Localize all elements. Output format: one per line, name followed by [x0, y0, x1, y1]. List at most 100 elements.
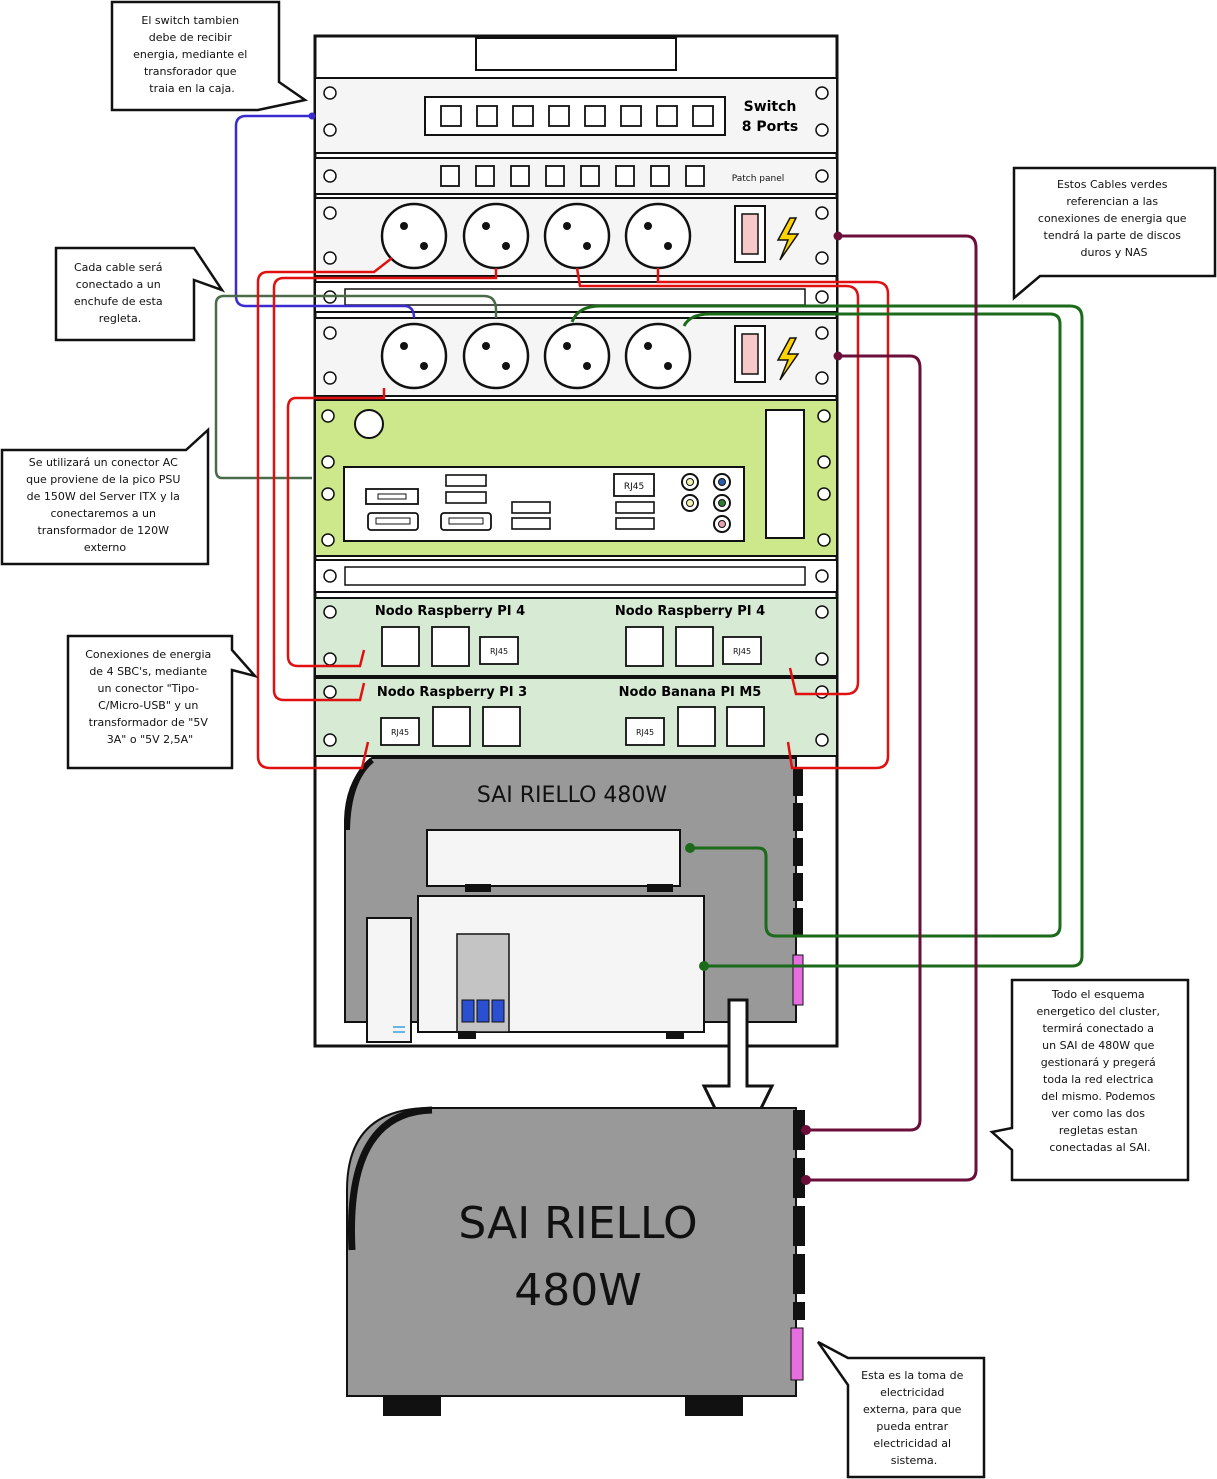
- outlet-6: [462, 322, 530, 390]
- callout-text: externo: [84, 541, 126, 554]
- usb-port: [615, 501, 655, 514]
- callout-text: sistema.: [891, 1454, 938, 1467]
- switch-title-line1: Switch: [744, 99, 797, 115]
- dark-green-cable: [214, 294, 498, 480]
- blue-cable: [234, 114, 416, 319]
- server-rj45-label: RJ45: [624, 482, 644, 492]
- callout-text: electricidad al: [873, 1437, 951, 1450]
- outlet-3: [543, 202, 611, 270]
- callout-switch-power: El switch tambien debe de recibir energi…: [110, 0, 309, 112]
- ups-large-label-line1: SAI RIELLO: [458, 1198, 697, 1249]
- callout-text: Todo el esquema: [1051, 988, 1145, 1001]
- node-2-rj45: RJ45: [733, 647, 751, 656]
- callout-text: termirá conectado a: [1042, 1022, 1154, 1035]
- callout-power-strip: Cada cable será conectado a un enchufe d…: [54, 246, 226, 342]
- callout-text: conectado a un: [76, 278, 161, 291]
- ethernet-port: [722, 636, 762, 665]
- svg-text:El switch tambien debe d: El switch tambien debe de recibir energi…: [133, 14, 251, 95]
- svg-text:Conexiones de energia de: Conexiones de energia de 4 SBC's, median…: [85, 648, 215, 746]
- callout-text: 3A" o "5V 2,5A": [107, 733, 193, 746]
- callout-green-cables: Estos Cables verdes referencian a las co…: [1012, 166, 1217, 301]
- node-2-name: Nodo Raspberry PI 4: [615, 604, 765, 619]
- lightning-icon: [776, 337, 800, 381]
- callout-text: gestionará y pregerá: [1041, 1056, 1156, 1069]
- patch-panel: Patch panel: [314, 157, 838, 195]
- svg-text:Esta es la toma de elect: Esta es la toma de electricidad externa,…: [861, 1369, 967, 1467]
- cable-connectors: [308, 112, 843, 1185]
- callout-text: transformador de 120W: [37, 524, 169, 537]
- callout-text: El switch tambien: [141, 14, 239, 27]
- callout-text: toda la red electrica: [1043, 1073, 1153, 1086]
- patch-panel-label: Patch panel: [732, 174, 785, 184]
- outlet-8: [624, 322, 692, 390]
- callout-text: enchufe de esta: [74, 295, 163, 308]
- power-strip-bottom: [314, 317, 838, 397]
- usb-port: [511, 517, 551, 530]
- usb-port: [445, 474, 487, 487]
- switch-title-line2: 8 Ports: [742, 119, 798, 135]
- callout-text: un conector "Tipo-: [98, 682, 199, 695]
- callout-text: traia en la caja.: [149, 82, 234, 95]
- node-4-name: Nodo Banana PI M5: [619, 685, 762, 700]
- callout-text: del mismo. Podemos: [1041, 1090, 1155, 1103]
- usb-port: [615, 517, 655, 530]
- maroon-cables: [806, 234, 978, 1182]
- svg-text:Estos Cables verdes refe: Estos Cables verdes referencian a las co…: [1038, 178, 1190, 259]
- nas-device: [426, 829, 681, 887]
- svg-text:Todo el esquema energeti: Todo el esquema energetico del cluster, …: [1037, 988, 1164, 1154]
- power-switch: [734, 325, 766, 383]
- callout-text: regletas estan: [1059, 1124, 1138, 1137]
- ups-in-rack-label: SAI RIELLO 480W: [477, 783, 668, 808]
- ethernet-port: [479, 636, 519, 665]
- server-itx: RJ45: [314, 399, 838, 557]
- callout-text: energia, mediante el: [133, 48, 247, 61]
- callout-ups-summary: Todo el esquema energetico del cluster, …: [989, 978, 1190, 1182]
- callout-text: conectadas al SAI.: [1049, 1141, 1150, 1154]
- callout-text: Estos Cables verdes: [1057, 178, 1168, 191]
- callout-server-psu: Se utilizará un conector AC que proviene…: [0, 427, 210, 566]
- node-3-rj45: RJ45: [391, 728, 409, 737]
- outlet-2: [462, 202, 530, 270]
- red-cables: [256, 257, 890, 770]
- ethernet-port: [625, 717, 665, 746]
- ethernet-port: [613, 473, 655, 497]
- ups-large-label-line2: 480W: [514, 1265, 642, 1316]
- power-button-icon: [354, 409, 384, 439]
- outlet-7: [543, 322, 611, 390]
- callout-text: pueda entrar: [876, 1420, 948, 1433]
- callout-text: regleta.: [99, 312, 141, 325]
- node-4-rj45: RJ45: [636, 728, 654, 737]
- node-1-name: Nodo Raspberry PI 4: [375, 604, 525, 619]
- ups-in-rack: SAI RIELLO 480W: [344, 757, 804, 1043]
- callout-text: de 4 SBC's, mediante: [89, 665, 207, 678]
- callout-text: Se utilizará un conector AC: [29, 456, 178, 469]
- power-strip-top: [314, 197, 838, 277]
- callout-text: ver como las dos: [1052, 1107, 1146, 1120]
- callout-text: Conexiones de energia: [85, 648, 211, 661]
- outlet-5: [380, 322, 448, 390]
- callout-text: transforador que: [144, 65, 237, 78]
- external-drive: [366, 917, 412, 1043]
- external-power-inlet: [792, 954, 804, 1006]
- usb-port: [445, 491, 487, 504]
- svg-text:Se utilizará un conector AC: Se utilizará un conector AC que proviene…: [26, 456, 184, 554]
- switch-ports: [440, 105, 714, 127]
- patch-ports: [440, 165, 705, 187]
- callout-external-power: Esta es la toma de electricidad externa,…: [816, 1340, 986, 1479]
- svg-text:Cada cable será conectad: Cada cable será conectado a un enchufe d…: [74, 261, 166, 325]
- node-3-name: Nodo Raspberry PI 3: [377, 685, 527, 700]
- switch-unit: Switch 8 Ports: [314, 77, 838, 154]
- audio-jacks: [681, 473, 731, 533]
- callout-text: C/Micro-USB" y un: [98, 699, 198, 712]
- usb-port: [511, 501, 551, 514]
- callout-text: de 150W del Server ITX y la: [27, 490, 180, 503]
- callout-sbc-power: Conexiones de energia de 4 SBC's, median…: [66, 634, 259, 770]
- callout-text: duros y NAS: [1081, 246, 1148, 259]
- outlet-1: [380, 202, 448, 270]
- power-switch: [734, 205, 766, 263]
- callout-text: tendrá la parte de discos: [1044, 229, 1182, 242]
- blank-panel-2: [314, 559, 838, 593]
- lightning-icon: [776, 217, 800, 261]
- ups-large: SAI RIELLO 480W: [346, 1106, 805, 1416]
